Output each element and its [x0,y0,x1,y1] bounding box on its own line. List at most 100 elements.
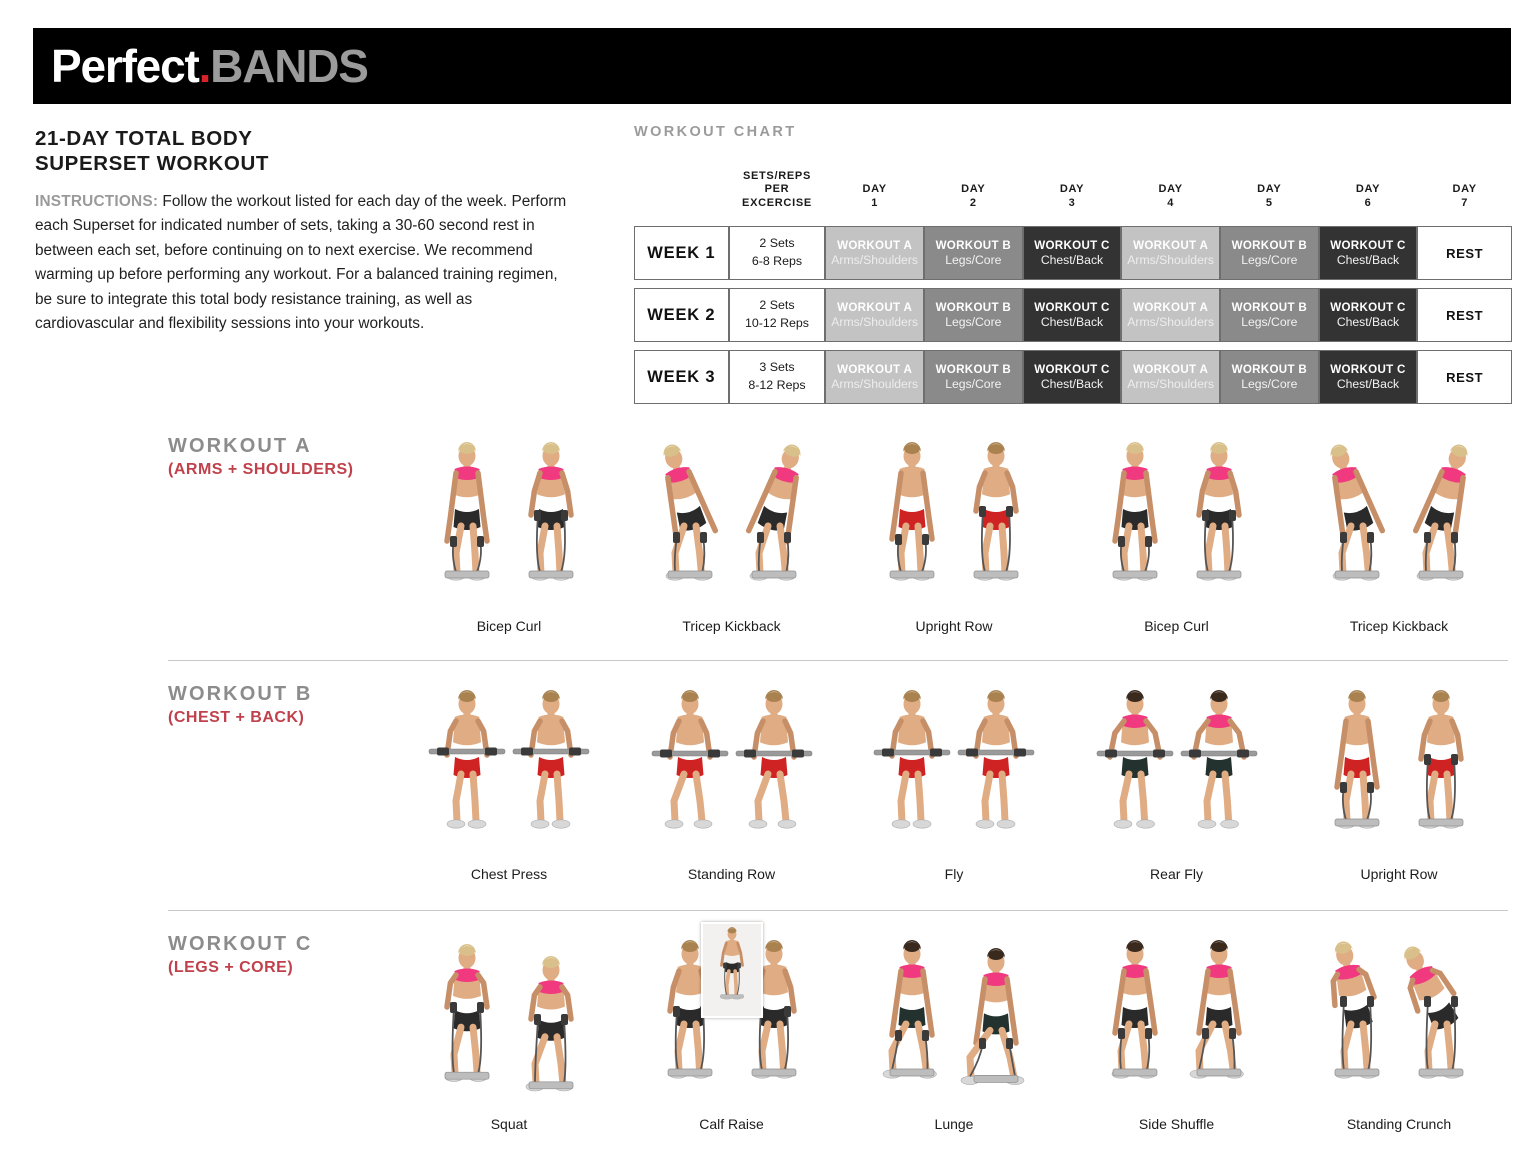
section-a-heading: WORKOUT A (ARMS + SHOULDERS) [168,434,400,479]
workout-badge-title: WORKOUT B [1231,300,1308,314]
exercise-figure [1400,684,1482,860]
workout-badge-title: WORKOUT B [935,362,1012,376]
day-number: 1 [871,196,879,209]
workout-badge-muscles: Arms/Shoulders [1127,252,1214,267]
exercise-figure [510,436,592,612]
workout-badge-title: WORKOUT B [1231,238,1308,252]
exercise-photo-pair [400,670,618,860]
workout-badge-muscles: Chest/Back [1336,252,1400,267]
workout-badge-muscles: Legs/Core [945,252,1002,267]
exercise-figure [649,934,731,1110]
exercise-figure [1316,934,1398,1110]
exercise-figure [426,684,508,860]
section-divider [168,910,1508,911]
day-number: 4 [1167,196,1175,209]
workout-badge-title: WORKOUT A [837,300,913,314]
exercise-figure [649,436,731,612]
workout-badge-muscles: Legs/Core [945,376,1002,391]
workout-badge-muscles: Chest/Back [1040,314,1104,329]
week-label-cell: WEEK 3 [634,350,729,405]
rest-day-cell: REST [1417,350,1512,405]
exercise-figure [1178,684,1260,860]
section-c-heading: WORKOUT C (LEGS + CORE) [168,932,400,977]
exercise-photo-pair [1068,670,1286,860]
instructions-text: Follow the workout listed for each day o… [35,193,567,333]
exercise-figure [733,684,815,860]
exercise-figure [871,934,953,1110]
workout-badge-title: WORKOUT C [1330,362,1406,376]
exercise-photo-pair [845,422,1063,612]
workout-badge-title: WORKOUT C [1034,300,1110,314]
workout-badge-muscles: Arms/Shoulders [831,252,918,267]
exercise-item: Side Shuffle [1068,920,1286,1132]
exercise-figure [649,684,731,860]
workout-badge-title: WORKOUT A [1133,238,1209,252]
workout-badge-title: WORKOUT C [1034,362,1110,376]
exercise-photo-pair [623,422,841,612]
exercise-label: Upright Row [915,618,993,634]
logo-word-perfect: Perfect [51,40,200,92]
workout-badge-muscles: Chest/Back [1336,376,1400,391]
sets-reps-line-2: PER EXCERCISE [742,183,812,209]
workout-badge-title: WORKOUT C [1330,300,1406,314]
exercise-figure [426,934,508,1110]
day-number: 5 [1265,196,1273,209]
exercise-figure [733,436,815,612]
workout-badge-muscles: Arms/Shoulders [1127,314,1214,329]
workout-badge-title: WORKOUT A [837,362,913,376]
day-word: DAY [1355,183,1381,196]
exercise-photo-pair [845,670,1063,860]
section-c-title: WORKOUT C [168,933,313,955]
exercise-label: Bicep Curl [1144,618,1209,634]
exercise-figure [1094,684,1176,860]
section-b-subtitle: (CHEST + BACK) [168,709,305,726]
sets-value: 3 Sets [759,360,795,375]
workout-badge-muscles: Legs/Core [1241,252,1298,267]
workout-badge-title: WORKOUT A [1133,362,1209,376]
workout-section-b: WORKOUT B (CHEST + BACK) [168,660,1508,910]
column-header-sets-reps: SETS/REPS PER EXCERCISE [729,170,826,218]
section-a-subtitle: (ARMS + SHOULDERS) [168,461,354,478]
reps-value: 8-12 Reps [748,378,806,393]
workout-badge-muscles: Arms/Shoulders [1127,376,1214,391]
exercise-photo-pair [623,670,841,860]
exercise-label: Standing Crunch [1346,1116,1452,1132]
workout-badge-muscles: Legs/Core [945,314,1002,329]
exercise-item: Bicep Curl [400,422,618,634]
workout-section-a: WORKOUT A (ARMS + SHOULDERS) [168,412,1508,660]
workout-badge-muscles: Chest/Back [1336,314,1400,329]
reps-value: 6-8 Reps [751,254,803,269]
day-number: 2 [969,196,977,209]
exercise-item: Chest Press [400,670,618,882]
exercise-label: Tricep Kickback [1349,618,1449,634]
